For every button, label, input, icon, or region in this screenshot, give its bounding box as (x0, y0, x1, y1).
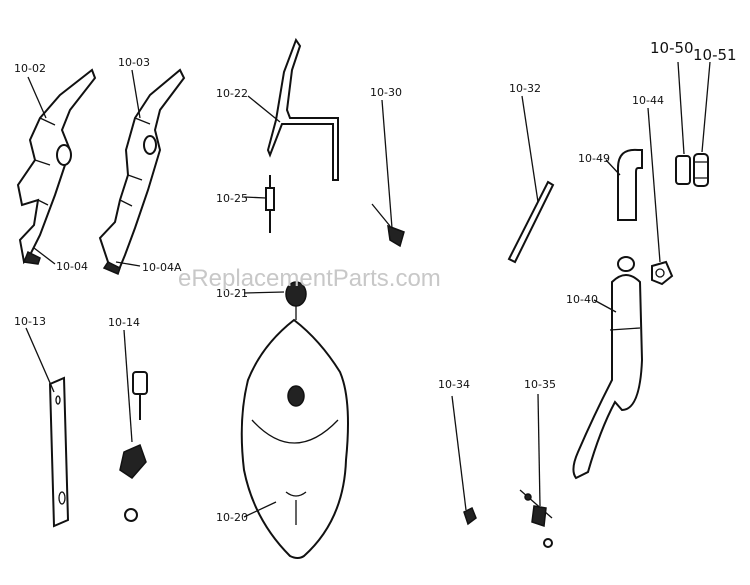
part-10-35-drawing (519, 489, 553, 548)
part-10-30-drawing (371, 203, 405, 248)
label-10-25: 10-25 (216, 192, 248, 205)
label-10-40: 10-40 (566, 293, 598, 306)
label-10-35: 10-35 (524, 378, 556, 391)
part-10-03-drawing (98, 68, 186, 276)
label-10-03: 10-03 (118, 56, 150, 69)
part-10-50-drawing (675, 155, 691, 185)
part-10-20-drawing (240, 318, 349, 559)
part-10-49-drawing (617, 148, 643, 221)
label-10-34: 10-34 (438, 378, 470, 391)
label-10-04a: 10-04A (142, 261, 182, 274)
label-10-14: 10-14 (108, 316, 140, 329)
label-10-51: 10-51 (693, 46, 737, 64)
label-10-50: 10-50 (650, 39, 694, 57)
label-10-13: 10-13 (14, 315, 46, 328)
watermark-text: eReplacementParts.com (178, 265, 441, 292)
label-10-04: 10-04 (56, 260, 88, 273)
label-10-22: 10-22 (216, 87, 248, 100)
label-10-20: 10-20 (216, 511, 248, 524)
leader-lines (25, 61, 711, 518)
label-10-21: 10-21 (216, 287, 248, 300)
label-10-32: 10-32 (509, 82, 541, 95)
part-10-32-drawing (507, 180, 555, 264)
part-10-25-drawing (265, 175, 275, 233)
part-10-13-drawing (48, 376, 70, 528)
label-10-49: 10-49 (578, 152, 610, 165)
part-10-51-drawing (693, 153, 709, 187)
part-10-02-drawing (16, 68, 97, 265)
label-10-02: 10-02 (14, 62, 46, 75)
part-10-34-drawing (463, 506, 477, 526)
part-10-22-drawing (266, 37, 339, 181)
label-10-30: 10-30 (370, 86, 402, 99)
part-10-21-drawing (285, 281, 307, 320)
label-10-44: 10-44 (632, 94, 664, 107)
part-10-40-drawing (572, 256, 644, 480)
part-10-44-drawing (651, 260, 674, 286)
part-10-14-drawing (119, 371, 148, 522)
